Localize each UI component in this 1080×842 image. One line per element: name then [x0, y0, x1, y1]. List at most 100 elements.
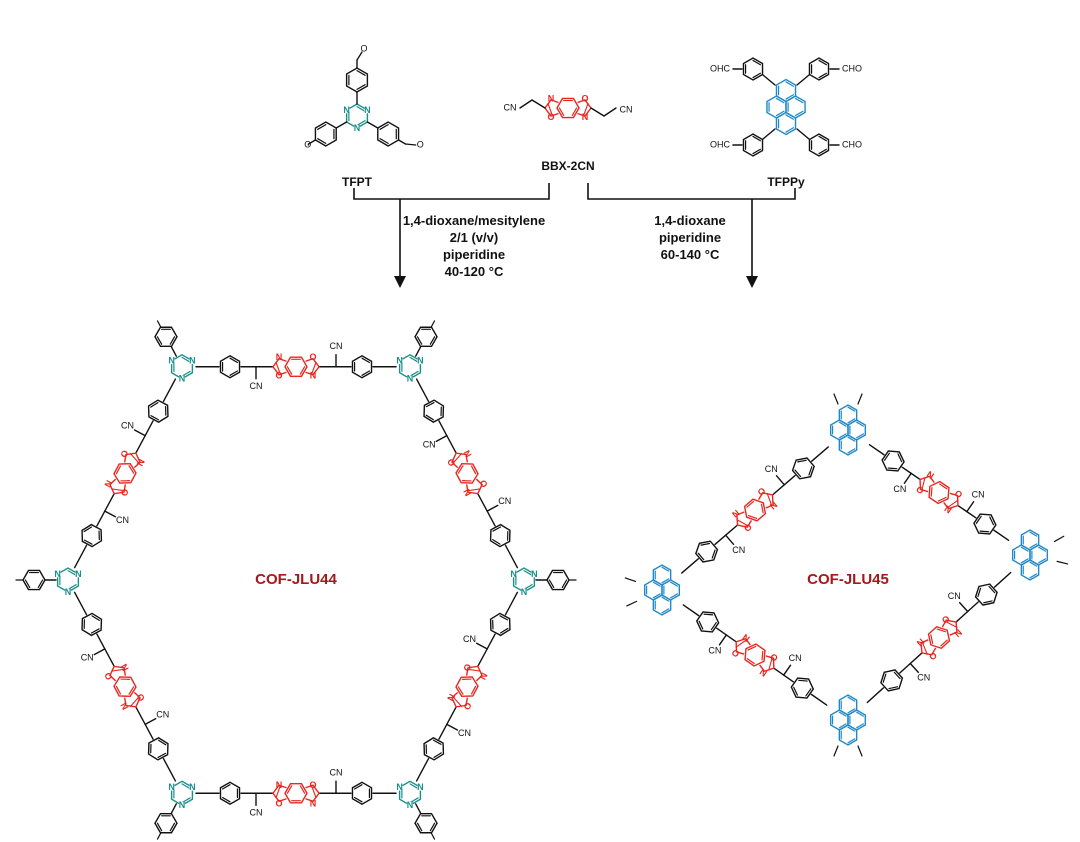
oxygen-atom: O: [135, 692, 147, 703]
oxazole-double-bond: [468, 668, 481, 672]
bond: [901, 466, 912, 475]
phenyl-ring: [546, 569, 570, 591]
double-bond: [897, 453, 903, 463]
double-bond: [379, 138, 389, 144]
double-bond: [847, 436, 856, 442]
bbx-benzene-ring: [113, 676, 137, 698]
nitrogen-atom: N: [54, 569, 61, 579]
double-bond: [975, 515, 982, 524]
bond: [477, 648, 488, 668]
aldehyde-label: CHO: [842, 63, 862, 73]
bond: [718, 634, 728, 646]
nitrile-label: CN: [732, 545, 745, 555]
pyrene-ring: [652, 564, 672, 586]
double-bond: [977, 587, 982, 597]
double-bond: [115, 685, 122, 695]
oxygen-atom: O: [304, 139, 311, 149]
oxazole-ring: [465, 665, 483, 682]
double-bond: [785, 127, 795, 133]
aldehyde-label: OHC: [710, 63, 731, 73]
bbx-benzene-ring: [284, 356, 308, 377]
dangling-bond: [857, 393, 863, 405]
double-bond: [893, 671, 901, 680]
phenyl-ring: [219, 781, 241, 806]
reaction-arrow-left: [353, 183, 550, 280]
pyrene-ring: [1020, 559, 1040, 581]
double-bond: [67, 584, 77, 590]
bond: [415, 757, 430, 782]
double-bond: [939, 483, 948, 490]
oxygen-atom: O: [119, 487, 131, 498]
double-bond: [785, 94, 795, 100]
bond: [504, 544, 519, 569]
nitrogen-atom: N: [135, 457, 147, 467]
double-bond: [181, 356, 191, 363]
pyrene-ring: [838, 694, 858, 716]
double-bond: [785, 81, 795, 87]
bond: [783, 474, 796, 486]
atom-mask: [406, 801, 414, 809]
double-bond: [561, 579, 568, 589]
bond: [504, 591, 519, 616]
bond: [415, 378, 430, 403]
phenyl-ring: [351, 781, 373, 806]
atom-mask: [54, 570, 62, 578]
double-bond: [710, 622, 717, 631]
double-bond: [940, 639, 948, 647]
phenyl-ring: [489, 523, 511, 548]
double-bond: [661, 566, 670, 572]
double-bond: [888, 686, 899, 690]
double-bond: [416, 336, 423, 345]
nitrogen-atom: N: [103, 479, 115, 489]
bond: [966, 501, 975, 513]
phenyl-ring: [808, 57, 830, 81]
double-bond: [409, 797, 419, 804]
double-bond: [571, 107, 578, 117]
bond: [957, 504, 968, 513]
nitrile-label: CN: [330, 341, 343, 351]
pyrene-ring: [775, 111, 797, 136]
bond: [966, 510, 977, 519]
double-bond: [181, 370, 191, 377]
bond: [73, 544, 88, 569]
phenyl-ring: [423, 399, 445, 423]
oxygen-atom: O: [275, 798, 282, 808]
nitrogen-atom: N: [531, 569, 538, 579]
nitrogen-atom: N: [168, 782, 175, 792]
cond-right-temp: 60-140 °C: [661, 247, 720, 262]
phenyl-ring: [808, 133, 830, 157]
nitrogen-atom: N: [396, 356, 403, 366]
oxygen-atom: O: [309, 779, 316, 789]
nitrogen-atom: N: [445, 692, 457, 702]
double-bond: [461, 480, 472, 482]
double-bond: [299, 785, 306, 794]
double-bond: [356, 106, 366, 112]
bond: [909, 662, 920, 674]
double-bond: [838, 723, 847, 729]
nitrogen-atom: N: [942, 503, 953, 515]
double-bond: [847, 406, 856, 412]
double-bond: [988, 585, 996, 594]
oxygen-atom: O: [581, 93, 588, 103]
double-bond: [499, 627, 509, 634]
atom-mask: [168, 357, 176, 365]
arrowhead-right: [746, 276, 758, 288]
bond: [307, 139, 317, 145]
oxazole-double-bond: [453, 697, 463, 707]
oxazole-double-bond: [468, 488, 481, 492]
oxazole-ring: [305, 357, 320, 376]
nitrogen-atom: N: [310, 371, 317, 381]
phenyl-ring: [695, 540, 719, 563]
bond: [724, 524, 739, 536]
bond: [135, 706, 146, 726]
bond: [414, 345, 422, 357]
double-bond: [470, 685, 477, 695]
double-bond: [128, 465, 135, 474]
nitrogen-atom: N: [189, 356, 196, 366]
oxazole-ring: [109, 665, 127, 682]
double-bond: [181, 797, 191, 804]
bbx-benzene-ring: [455, 462, 479, 484]
